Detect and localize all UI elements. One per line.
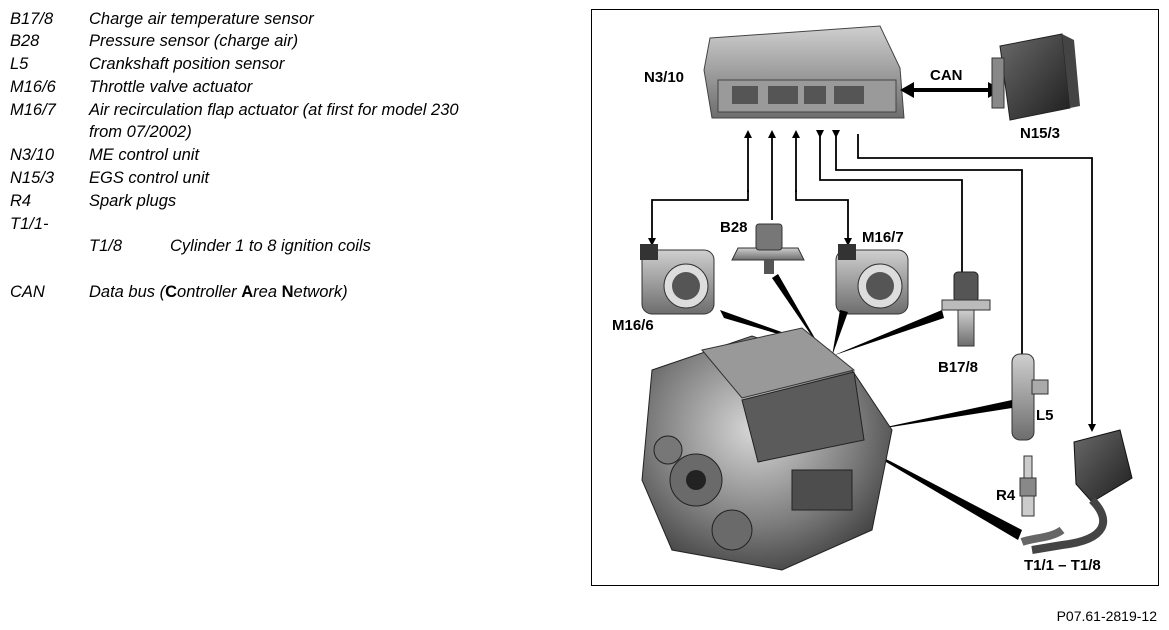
legend-code: B17/8 xyxy=(10,10,54,28)
legend-desc: Pressure sensor (charge air) xyxy=(89,32,299,50)
can-text: ontroller xyxy=(177,283,242,301)
legend-code: R4 xyxy=(10,192,32,210)
legend-code: M16/7 xyxy=(10,101,56,119)
can-letter: A xyxy=(241,283,254,301)
me-control-unit-n3-10 xyxy=(703,25,905,119)
line-t1 xyxy=(857,134,1096,432)
label-b28: B28 xyxy=(720,219,748,236)
legend-desc: Crankshaft position sensor xyxy=(89,55,285,73)
legend-code: L5 xyxy=(10,55,29,73)
legend-code: N15/3 xyxy=(10,169,55,187)
label-m16-7: M16/7 xyxy=(862,229,904,246)
legend-desc: ME control unit xyxy=(89,146,200,164)
legend-code: M16/6 xyxy=(10,78,56,96)
legend-desc: Data bus (Controller Area Network) xyxy=(89,281,348,303)
figure-code: P07.61-2819-12 xyxy=(1056,608,1157,624)
label-n3-10: N3/10 xyxy=(644,69,684,86)
crankshaft-sensor-l5 xyxy=(1011,353,1049,441)
egs-control-unit-n15-3 xyxy=(991,33,1080,121)
signal-lines xyxy=(648,130,1096,432)
can-letter: N xyxy=(281,283,294,301)
can-bus-arrow xyxy=(900,82,1002,98)
can-letter: C xyxy=(165,283,178,301)
air-recirculation-actuator-m16-7 xyxy=(835,244,909,315)
pressure-sensor-b28 xyxy=(731,223,805,274)
legend-code: N3/10 xyxy=(10,146,55,164)
can-text: rea xyxy=(253,283,282,301)
system-diagram: N3/10 CAN N15/3 xyxy=(612,25,1133,574)
legend-desc: Air recirculation flap actuator (at firs… xyxy=(89,101,459,119)
line-m16-7 xyxy=(795,190,852,246)
label-n15-3: N15/3 xyxy=(1020,125,1060,142)
legend-code: CAN xyxy=(10,283,45,301)
label-l5: L5 xyxy=(1036,407,1054,424)
legend-desc: from 07/2002) xyxy=(89,123,192,141)
label-r4: R4 xyxy=(996,487,1016,504)
legend-desc: Spark plugs xyxy=(89,192,177,210)
spark-plug-r4 xyxy=(1019,455,1037,517)
can-text: Data bus ( xyxy=(89,283,166,301)
label-m16-6: M16/6 xyxy=(612,317,654,334)
throttle-actuator-m16-6 xyxy=(640,244,715,315)
legend-desc: EGS control unit xyxy=(89,169,210,187)
legend-subcode: T1/8 xyxy=(89,237,123,255)
label-t1: T1/1 – T1/8 xyxy=(1024,557,1101,574)
can-text: etwork) xyxy=(293,283,348,301)
label-b17-8: B17/8 xyxy=(938,359,978,376)
line-l5 xyxy=(832,130,1023,354)
diagram-frame: N3/10 CAN N15/3 xyxy=(591,9,1159,586)
engine-illustration xyxy=(641,327,893,571)
line-b17-8 xyxy=(816,130,963,272)
legend-code: B28 xyxy=(10,32,40,50)
line-m16-6 xyxy=(648,190,749,246)
charge-air-temp-sensor-b17-8 xyxy=(941,271,991,347)
legend-desc: Charge air temperature sensor xyxy=(89,10,314,28)
legend-code: T1/1- xyxy=(10,215,49,233)
ignition-coil-t1 xyxy=(1020,429,1133,554)
label-can: CAN xyxy=(930,67,963,84)
legend-desc: Throttle valve actuator xyxy=(89,78,253,96)
pointer-wedges xyxy=(720,274,1022,540)
legend-desc: Cylinder 1 to 8 ignition coils xyxy=(170,237,371,255)
